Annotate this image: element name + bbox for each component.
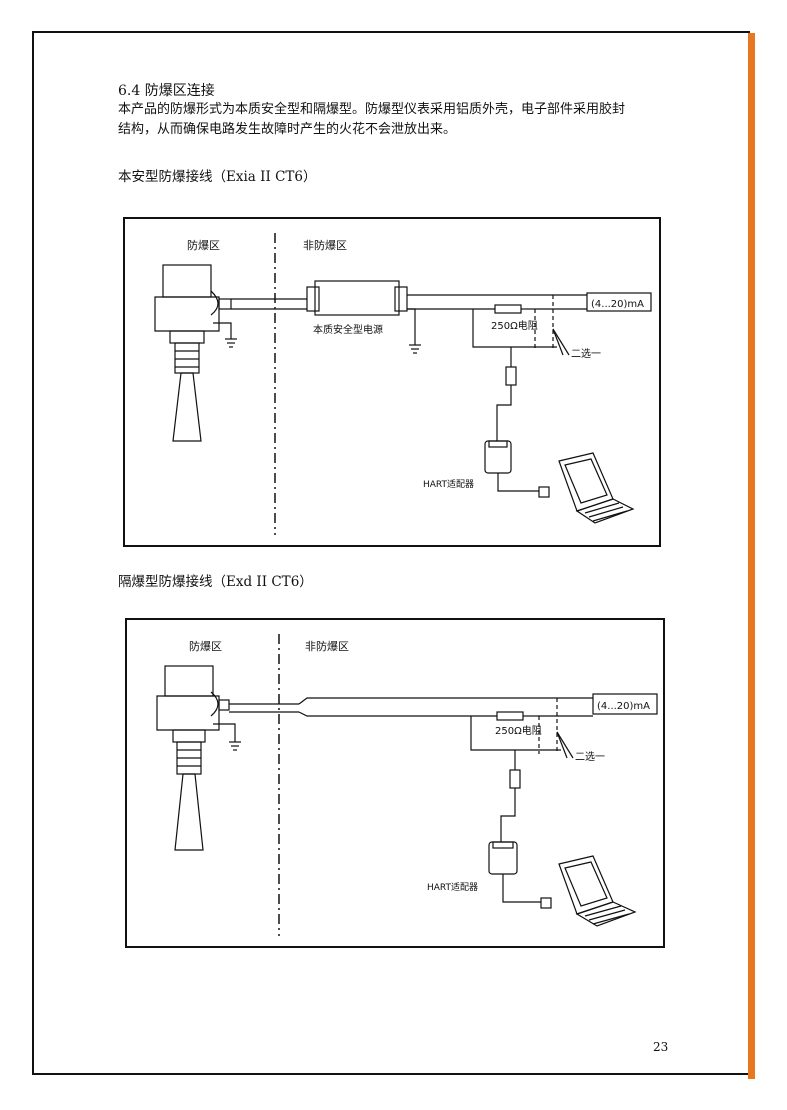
- output-box: [592, 693, 658, 715]
- laptop-keyboard: [575, 498, 635, 524]
- diagram1-box: 防爆区 非防爆区 本质安全型电源 250Ω电阻 (4...20)mA 二选一 H…: [123, 217, 661, 547]
- hart-adapter-label: HART适配器: [423, 479, 474, 490]
- diagram2-box: 防爆区 非防爆区 250Ω电阻 (4...20)mA 二选一 HART适配器: [125, 618, 665, 948]
- zone-safe-label: 非防爆区: [305, 639, 349, 653]
- zone-hazard-label: 防爆区: [189, 639, 222, 653]
- laptop-keyboard: [575, 901, 637, 927]
- sensor-horn: [174, 773, 204, 851]
- diagram1-heading: 本安型防爆接线（Exia II CT6）: [118, 169, 317, 185]
- diagram2-svg: 防爆区 非防爆区 250Ω电阻 (4...20)mA 二选一 HART适配器: [156, 634, 658, 936]
- resistor-label: 250Ω电阻: [491, 319, 538, 332]
- output-box: [586, 292, 652, 312]
- zone-safe-label: 非防爆区: [303, 238, 347, 252]
- section-title: 6.4 防爆区连接: [118, 83, 215, 99]
- paragraph-line-2: 结构，从而确保电路发生故障时产生的火花不会泄放出来。: [118, 122, 457, 137]
- resistor-250: [494, 304, 522, 314]
- choice-label: 二选一: [575, 750, 605, 763]
- sensor-housing: [154, 296, 220, 332]
- output-label: (4...20)mA: [597, 701, 650, 712]
- zone-hazard-label: 防爆区: [187, 238, 220, 252]
- power-supply: [314, 280, 400, 316]
- diagram1-svg: 防爆区 非防爆区 本质安全型电源 250Ω电阻 (4...20)mA 二选一 H…: [154, 233, 652, 535]
- choice-label: 二选一: [571, 347, 601, 360]
- paragraph-line-1: 本产品的防爆形式为本质安全型和隔爆型。防爆型仪表采用铝质外壳，电子部件采用胶封: [118, 102, 626, 117]
- output-label: (4...20)mA: [591, 299, 644, 310]
- resistor-label: 250Ω电阻: [495, 724, 542, 737]
- sensor-head: [162, 264, 212, 298]
- sensor-housing: [156, 695, 220, 731]
- page-number: 23: [653, 1040, 669, 1054]
- hart-adapter-label: HART适配器: [427, 882, 478, 893]
- diagram2-heading: 隔爆型防爆接线（Exd II CT6）: [118, 574, 313, 590]
- resistor-250: [496, 711, 524, 721]
- sensor-horn: [172, 372, 202, 442]
- accent-bar: [748, 33, 755, 1079]
- power-supply-label: 本质安全型电源: [313, 323, 383, 336]
